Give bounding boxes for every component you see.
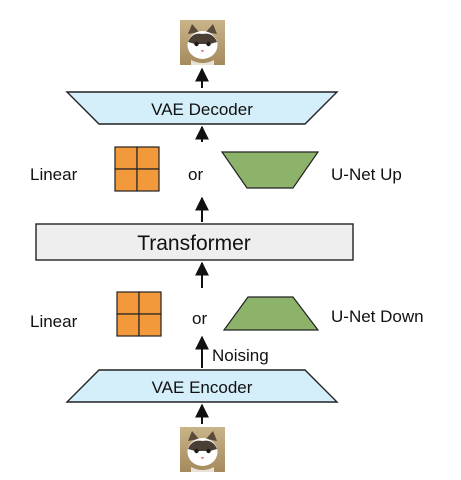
vae-decoder-shape [65,91,339,125]
vae-encoder-shape [65,369,339,403]
lower-unet-label: U-Net Down [331,307,424,326]
unet-down-trapezoid-icon [222,296,320,331]
lower-linear-label: Linear [30,312,78,331]
upper-linear-grid-icon [114,146,160,192]
transformer-label: Transformer [137,232,251,255]
vae-encoder-label: VAE Encoder [152,378,253,397]
input-cat-image [180,427,225,472]
upper-or-label: or [188,165,203,184]
upper-branch: Linear or U-Net Up [30,146,402,192]
upper-unet-label: U-Net Up [331,165,402,184]
vae-encoder-block: VAE Encoder [65,369,339,403]
transformer-block: Transformer [35,223,354,261]
vae-decoder-block: VAE Decoder [65,91,339,125]
upper-linear-label: Linear [30,165,78,184]
lower-branch: Linear or U-Net Down [30,291,424,337]
vae-decoder-label: VAE Decoder [151,100,253,119]
lower-or-label: or [192,309,207,328]
transformer-box [35,223,354,261]
lower-linear-grid-icon [116,291,162,337]
noising-label: Noising [212,346,269,365]
output-cat-image [180,20,225,65]
unet-up-trapezoid-icon [220,151,320,189]
